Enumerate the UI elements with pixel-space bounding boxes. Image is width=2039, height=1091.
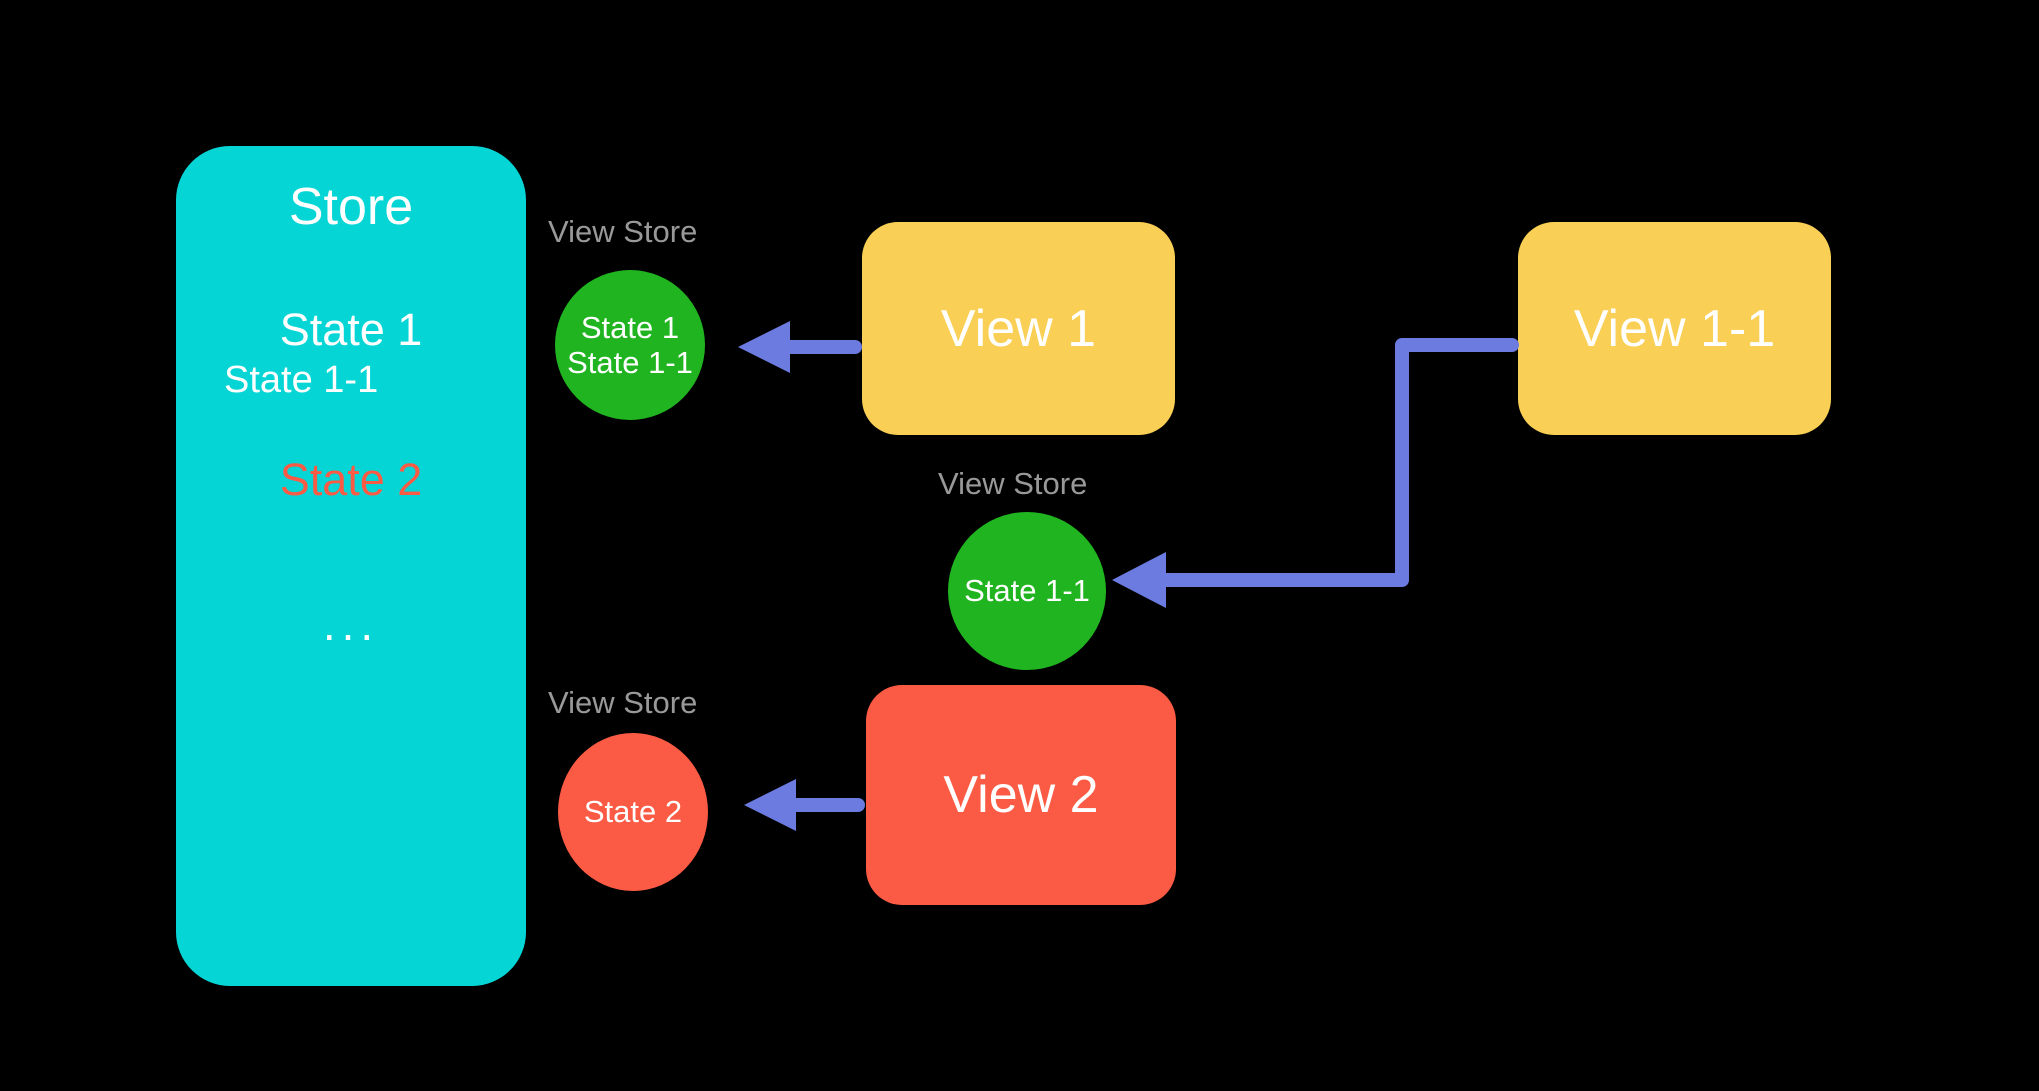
store-state-1: State 1 [279, 304, 423, 355]
store-title: Store [288, 178, 414, 236]
store-panel: Store State 1 State 1-1 State 2 ... [176, 146, 526, 986]
view-store-label-bottom: View Store [548, 685, 698, 720]
view-1-1-box[interactable]: View 1-1 [1518, 222, 1831, 435]
view-store-circle-middle: State 1-1 [948, 512, 1106, 670]
arrow-view2-to-view-store-bottom [744, 779, 865, 831]
view-1-box[interactable]: View 1 [862, 222, 1175, 435]
store-ellipsis: ... [322, 598, 380, 650]
view-store-top-state-b: State 1-1 [567, 345, 693, 380]
view-store-circle-top: State 1 State 1-1 [555, 270, 705, 420]
view-store-bottom-state-a: State 2 [583, 794, 683, 830]
view-store-label-top: View Store [548, 214, 698, 249]
view-store-circle-bottom: State 2 [558, 733, 708, 891]
store-state-2: State 2 [279, 454, 423, 505]
view-store-label-middle: View Store [938, 466, 1088, 501]
store-state-1-1: State 1-1 [224, 359, 379, 401]
arrow-view1-to-view-store-top [738, 321, 862, 373]
view-2-box[interactable]: View 2 [866, 685, 1176, 905]
view-store-middle-state-a: State 1-1 [964, 573, 1090, 609]
view-store-top-state-a: State 1 [580, 309, 680, 345]
